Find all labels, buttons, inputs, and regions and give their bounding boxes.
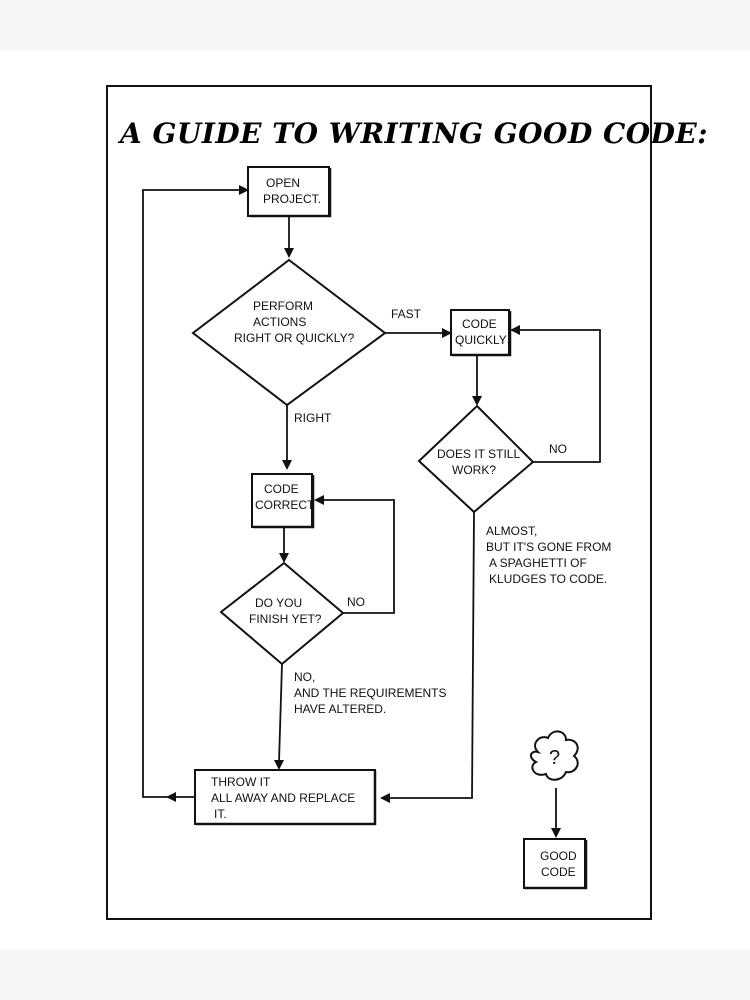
arrowhead xyxy=(284,248,294,258)
node-text: ALL AWAY AND REPLACE xyxy=(211,791,355,805)
svg-text:NO,: NO, xyxy=(294,670,315,684)
node-text: IT. xyxy=(214,807,227,821)
node-code-correct: CODE CORRECT xyxy=(251,473,315,529)
edge-almost xyxy=(388,511,475,799)
node-good-code: GOOD CODE xyxy=(523,838,588,890)
node-text: THROW IT xyxy=(211,775,271,789)
node-text: CODE xyxy=(462,317,497,331)
arrowhead xyxy=(442,328,452,338)
arrowhead xyxy=(274,760,284,770)
node-throw-away: THROW IT ALL AWAY AND REPLACE IT. xyxy=(194,769,377,826)
node-text: DOES IT STILL xyxy=(437,447,520,461)
node-text: CORRECT xyxy=(255,498,315,512)
node-text: ACTIONS xyxy=(253,315,306,329)
node-text: GOOD xyxy=(540,849,577,863)
node-still-work-decision: DOES IT STILL WORK? xyxy=(417,404,535,514)
node-text: QUICKLY xyxy=(455,333,507,347)
node-text: OPEN xyxy=(266,176,300,190)
node-text: DO YOU xyxy=(255,596,302,610)
node-text: WORK? xyxy=(452,463,496,477)
node-text: RIGHT OR QUICKLY? xyxy=(234,331,355,345)
node-text: PROJECT. xyxy=(263,192,321,206)
label-fast: FAST xyxy=(391,307,422,321)
label-no-quick: NO xyxy=(549,442,567,456)
arrowhead xyxy=(314,495,324,505)
label-right: RIGHT xyxy=(294,411,332,425)
arrowhead xyxy=(380,793,390,803)
svg-text:ALMOST,: ALMOST, xyxy=(486,524,537,538)
node-text: PERFORM xyxy=(253,299,313,313)
node-text: FINISH YET? xyxy=(249,612,322,626)
edge-requirements xyxy=(278,663,283,763)
arrowhead xyxy=(282,460,292,470)
svg-text:AND THE REQUIREMENTS: AND THE REQUIREMENTS xyxy=(294,686,446,700)
node-perform-decision: PERFORM ACTIONS RIGHT OR QUICKLY? xyxy=(191,258,387,407)
arrowhead xyxy=(551,828,561,838)
label-no-finish: NO xyxy=(347,595,365,609)
node-text: CODE xyxy=(541,865,576,879)
svg-text:BUT IT'S GONE FROM: BUT IT'S GONE FROM xyxy=(486,540,611,554)
node-text: CODE xyxy=(264,482,299,496)
arrowhead xyxy=(239,185,249,195)
chart-title: A GUIDE TO WRITING GOOD CODE: xyxy=(117,117,708,150)
edge-restart xyxy=(142,189,241,798)
arrowhead xyxy=(166,792,176,802)
arrowhead xyxy=(472,396,482,406)
edge-no-loop-correct xyxy=(322,499,395,614)
question-mark: ? xyxy=(549,747,560,769)
label-almost: ALMOST, BUT IT'S GONE FROM A SPAGHETTI O… xyxy=(486,524,611,586)
node-mystery-cloud: ? xyxy=(530,730,579,781)
edge-no-loop-quick xyxy=(518,329,601,463)
svg-text:KLUDGES TO CODE.: KLUDGES TO CODE. xyxy=(489,572,607,586)
arrowhead xyxy=(510,325,520,335)
arrowhead xyxy=(279,553,289,563)
node-code-quickly: CODE QUICKLY xyxy=(450,309,512,357)
node-open-project: OPEN PROJECT. xyxy=(247,166,332,218)
svg-text:A SPAGHETTI OF: A SPAGHETTI OF xyxy=(489,556,587,570)
label-requirements: NO, AND THE REQUIREMENTS HAVE ALTERED. xyxy=(294,670,446,716)
svg-text:HAVE ALTERED.: HAVE ALTERED. xyxy=(294,702,386,716)
node-finish-decision: DO YOU FINISH YET? xyxy=(219,561,345,666)
